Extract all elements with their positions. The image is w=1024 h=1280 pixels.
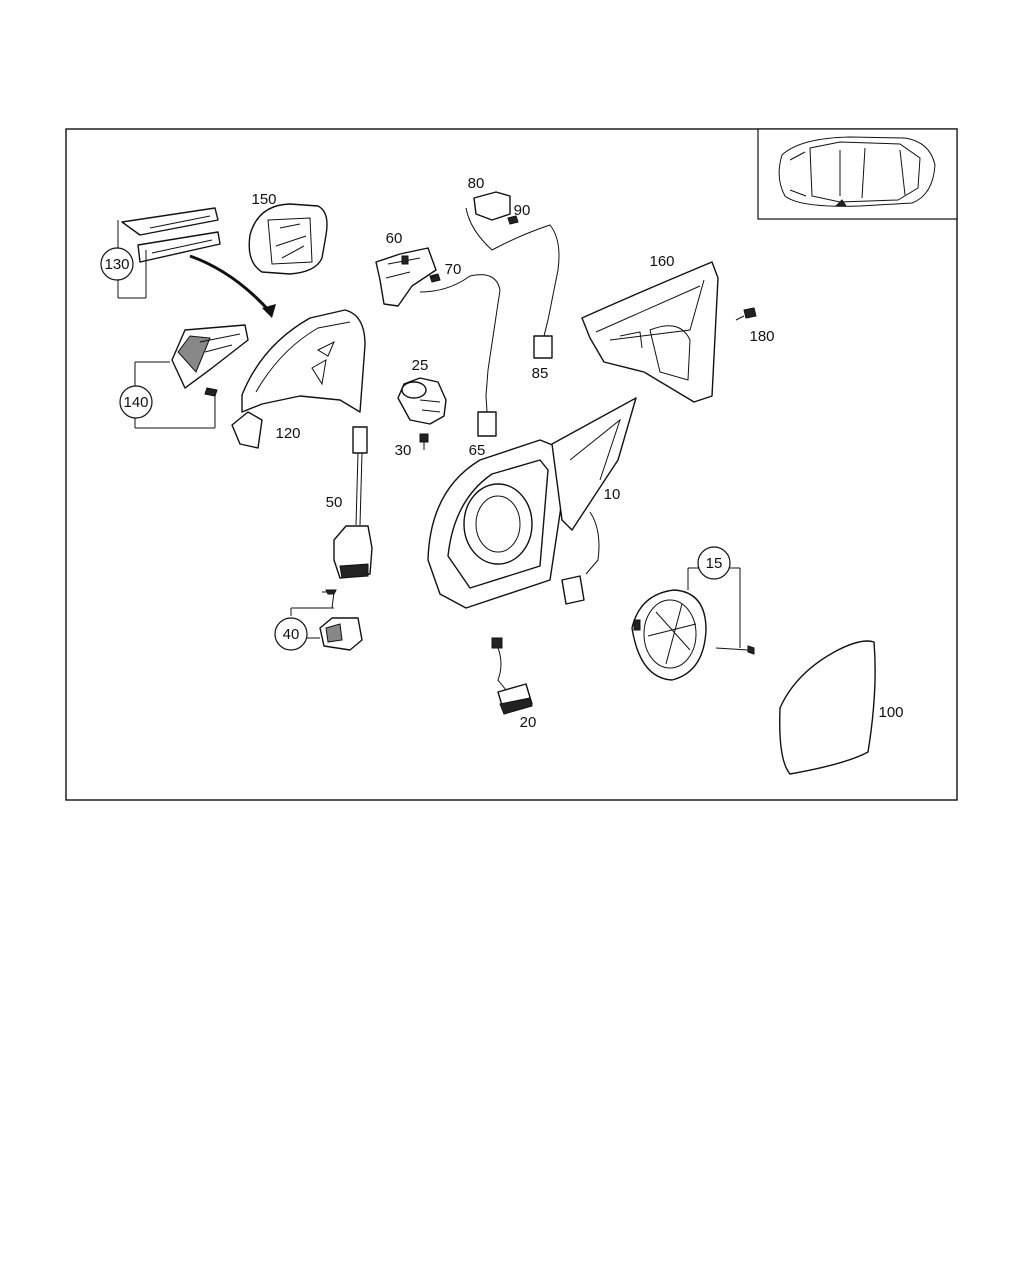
label-50: 50	[326, 494, 343, 511]
label-40: 40	[283, 626, 300, 643]
label-20: 20	[520, 714, 537, 731]
part-10-mirror-housing	[427, 397, 637, 609]
label-60: 60	[386, 230, 403, 247]
label-180: 180	[749, 328, 774, 345]
vehicle-thumbnail	[757, 128, 958, 220]
label-160: 160	[649, 253, 674, 270]
label-140: 140	[123, 394, 148, 411]
label-85: 85	[532, 365, 549, 382]
label-70: 70	[445, 261, 462, 278]
label-25: 25	[412, 357, 429, 374]
label-130: 130	[104, 256, 129, 273]
label-65: 65	[469, 442, 486, 459]
label-90: 90	[514, 202, 531, 219]
assembly-arrow	[189, 254, 274, 315]
label-10: 10	[604, 486, 621, 503]
label-120: 120	[275, 425, 300, 442]
part-60-bracket	[375, 247, 437, 307]
part-25-motor	[397, 377, 447, 425]
part-80-module	[465, 191, 560, 321]
part-70-screw	[429, 273, 441, 283]
part-20-connector	[491, 637, 533, 715]
part-150-puddle-light	[248, 203, 328, 275]
label-30: 30	[395, 442, 412, 459]
part-50-harness	[333, 426, 373, 579]
part-130-adhesive-strip	[100, 207, 221, 299]
label-80: 80	[468, 175, 485, 192]
diagram-frame	[65, 128, 958, 801]
part-160-housing-base	[581, 261, 719, 403]
arrow-head	[262, 304, 276, 318]
part-40-camera	[274, 589, 363, 651]
part-100-mirror-glass	[779, 640, 876, 775]
part-180-screw	[735, 307, 757, 321]
part-15-mirror-adjuster	[631, 546, 755, 681]
label-100: 100	[878, 704, 903, 721]
part-90-screw	[507, 215, 519, 225]
label-15: 15	[706, 555, 723, 572]
part-120-mirror-cover	[231, 309, 366, 449]
part-30-screw	[419, 433, 429, 450]
label-150: 150	[251, 191, 276, 208]
part-85-cable-end	[533, 319, 553, 359]
part-65-cable	[419, 274, 501, 437]
part-140-turn-signal	[119, 324, 249, 429]
